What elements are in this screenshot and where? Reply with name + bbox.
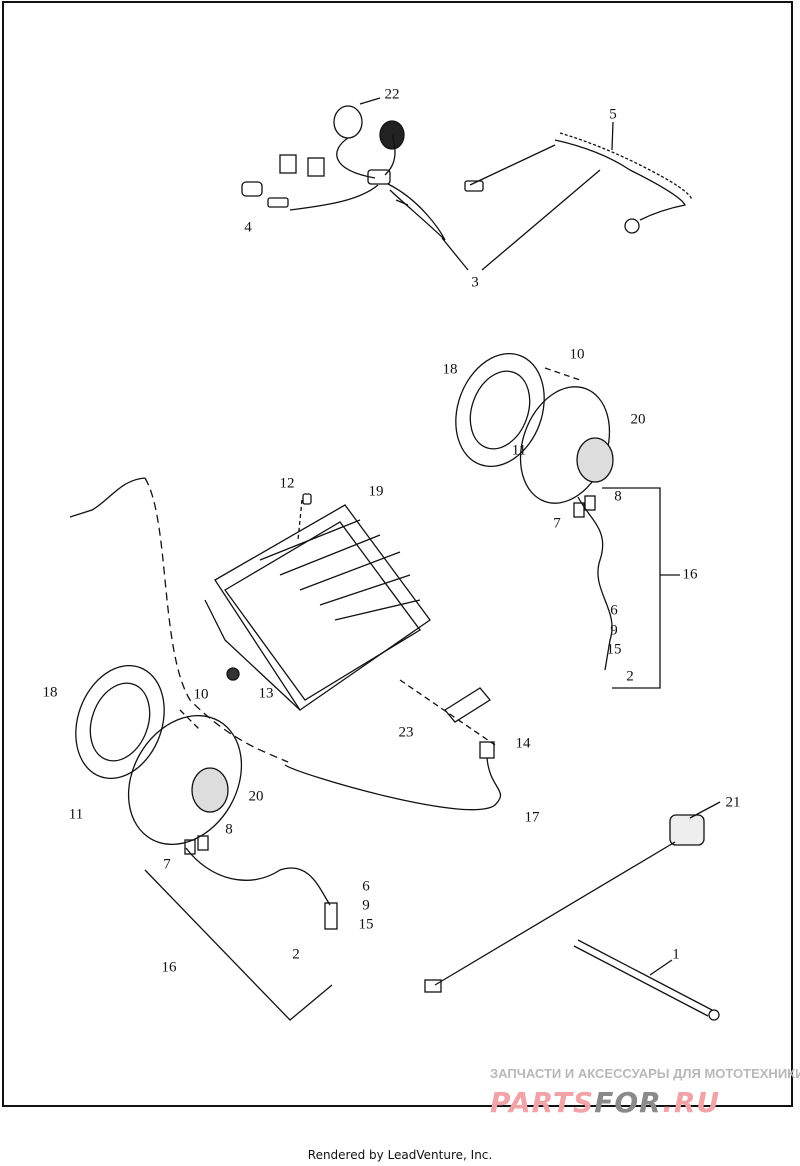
logo-part: FOR — [594, 1086, 663, 1119]
callout-17: 17 — [524, 809, 540, 826]
callout-9: 9 — [362, 897, 370, 914]
logo-part: .RU — [662, 1086, 721, 1119]
callout-12: 12 — [279, 475, 295, 492]
speaker-upper-right — [455, 352, 680, 689]
callout-3: 3 — [471, 274, 479, 291]
watermark-tagline: ЗАПЧАСТИ И АКСЕССУАРЫ ДЛЯ МОТОТЕХНИКИ — [490, 1066, 800, 1081]
callout-7: 7 — [163, 856, 171, 873]
callout-2: 2 — [626, 668, 634, 685]
callout-16: 16 — [161, 959, 177, 976]
callout-20: 20 — [630, 411, 646, 428]
callout-20: 20 — [248, 788, 264, 805]
callout-1: 1 — [672, 946, 680, 963]
callout-22: 22 — [384, 86, 400, 103]
callout-11: 11 — [68, 806, 84, 823]
callout-18: 18 — [42, 684, 58, 701]
callout-2: 2 — [292, 946, 300, 963]
callout-8: 8 — [225, 821, 233, 838]
callout-7: 7 — [553, 515, 561, 532]
cable-tie — [573, 939, 720, 1021]
logo-part: PARTS — [490, 1086, 595, 1119]
callout-6: 6 — [362, 878, 370, 895]
amplifier — [204, 493, 502, 811]
callout-14: 14 — [515, 735, 531, 752]
callout-11: 11 — [511, 442, 527, 459]
antenna-lead — [69, 477, 146, 518]
callout-23: 23 — [398, 724, 414, 741]
callout-9: 9 — [610, 622, 618, 639]
callout-15: 15 — [358, 916, 374, 933]
callout-21: 21 — [725, 794, 741, 811]
callout-19: 19 — [368, 483, 384, 500]
footer-credit: Rendered by LeadVenture, Inc. — [307, 1148, 493, 1162]
diagram-frame — [2, 1, 793, 1107]
headset-cable-assembly — [241, 97, 601, 271]
callout-10: 10 — [569, 346, 585, 363]
speaker-lower-left — [75, 664, 338, 1021]
antenna-lead-dashed — [144, 477, 289, 763]
watermark-logo: PARTSFOR.RU — [490, 1088, 720, 1118]
gps-antenna — [424, 801, 721, 993]
coiled-cable — [464, 121, 693, 234]
callout-16: 16 — [682, 566, 698, 583]
callout-15: 15 — [606, 641, 622, 658]
callout-18: 18 — [442, 361, 458, 378]
callout-8: 8 — [614, 488, 622, 505]
callout-5: 5 — [609, 106, 617, 123]
callout-6: 6 — [610, 602, 618, 619]
callout-4: 4 — [244, 219, 252, 236]
callout-10: 10 — [193, 686, 209, 703]
callout-13: 13 — [258, 685, 274, 702]
